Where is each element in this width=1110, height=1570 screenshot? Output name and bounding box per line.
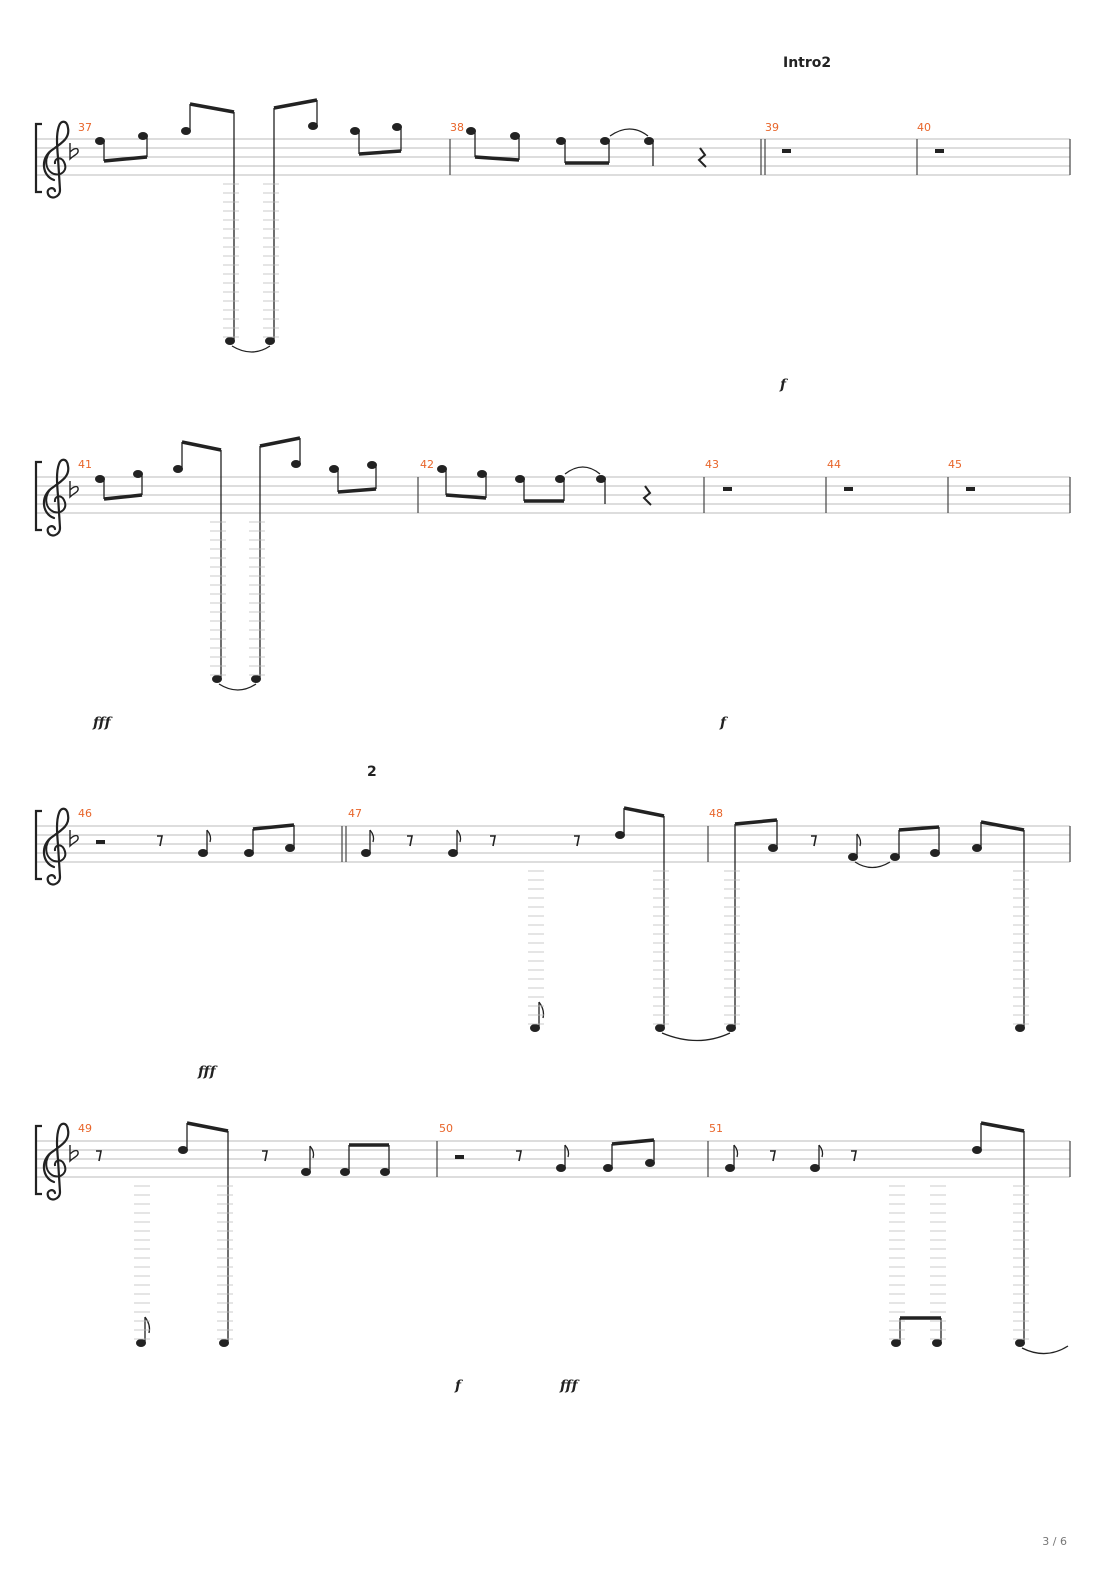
- dynamic-marking: f: [779, 377, 789, 393]
- system-2: 41 42 43 44 45: [34, 436, 1071, 731]
- section-label-2: 2: [367, 764, 377, 780]
- measure-number-41: 41: [78, 458, 92, 471]
- notes-measure-46-48: [96, 806, 1025, 1042]
- dynamic-marking: f: [454, 1378, 464, 1394]
- notes-measure-41-42: [95, 436, 975, 691]
- dynamic-marking: f: [719, 715, 729, 731]
- measure-number-49: 49: [78, 1122, 92, 1135]
- barlines-3: [341, 826, 1071, 862]
- page-number: 3 / 6: [1042, 1535, 1067, 1548]
- notes-measure-37-38: [95, 98, 944, 353]
- measure-number-50: 50: [439, 1122, 453, 1135]
- staff-lines-4: [37, 1140, 1070, 1178]
- staff-lines-3: [37, 825, 1070, 863]
- treble-clef-icon: [42, 1122, 70, 1201]
- ledger-lines-1: [223, 183, 279, 338]
- dynamic-marking: fff: [92, 715, 114, 731]
- treble-clef-icon: [42, 120, 70, 199]
- measure-number-38: 38: [450, 121, 464, 134]
- notes-measure-49-51: [96, 1121, 1069, 1355]
- measure-number-37: 37: [78, 121, 92, 134]
- measure-number-45: 45: [948, 458, 962, 471]
- system-bracket: [34, 122, 44, 194]
- barlines-4: [436, 1141, 1071, 1177]
- ledger-lines-3: [528, 870, 1029, 1025]
- measure-number-46: 46: [78, 807, 92, 820]
- measure-number-43: 43: [705, 458, 719, 471]
- ledger-lines-2: [210, 521, 265, 676]
- measure-number-48: 48: [709, 807, 723, 820]
- measure-number-42: 42: [420, 458, 434, 471]
- measure-number-47: 47: [348, 807, 362, 820]
- system-bracket: [34, 1124, 44, 1196]
- ledger-lines-4: [134, 1185, 1029, 1340]
- dynamic-marking: fff: [197, 1064, 219, 1080]
- system-4: 49 50 51: [34, 1121, 1071, 1394]
- section-label-intro2: Intro2: [783, 55, 831, 71]
- measure-number-44: 44: [827, 458, 841, 471]
- system-3: 2 46 47 48: [34, 764, 1071, 1080]
- system-bracket: [34, 460, 44, 532]
- treble-clef-icon: [42, 458, 70, 537]
- barlines-2: [417, 477, 1071, 513]
- system-bracket: [34, 809, 44, 881]
- treble-clef-icon: [42, 807, 70, 886]
- staff-lines-2: [37, 476, 1070, 514]
- measure-number-51: 51: [709, 1122, 723, 1135]
- measure-number-40: 40: [917, 121, 931, 134]
- barlines-1: [449, 139, 1071, 175]
- measure-number-39: 39: [765, 121, 779, 134]
- dynamic-marking: fff: [559, 1378, 581, 1394]
- staff-lines-1: [37, 138, 1070, 176]
- system-1: Intro2 37 38 39 40: [34, 55, 1071, 393]
